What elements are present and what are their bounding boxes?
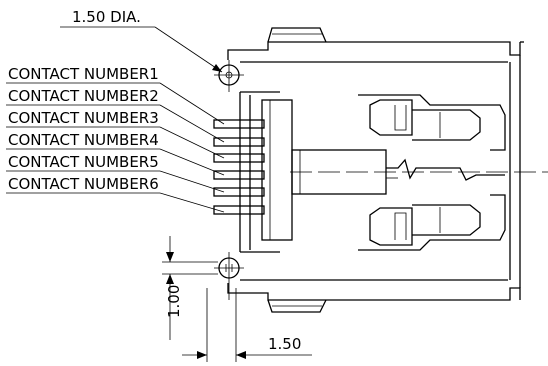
contact-label-1: CONTACT NUMBER1 (6, 65, 225, 125)
contact-label-6: CONTACT NUMBER6 (6, 175, 225, 213)
hole-dimension-callout: 1.50 DIA. (60, 8, 223, 73)
contact-label-3: CONTACT NUMBER3 (6, 109, 225, 159)
contact-pins (213, 119, 265, 215)
horizontal-dimension: 1.50 (182, 288, 312, 362)
svg-text:CONTACT NUMBER1: CONTACT NUMBER1 (8, 65, 159, 83)
contact-labels: CONTACT NUMBER1 CONTACT NUMBER2 CONTACT … (6, 65, 225, 213)
svg-text:CONTACT NUMBER3: CONTACT NUMBER3 (8, 109, 159, 127)
connector-body (213, 27, 548, 313)
vertical-dimension-label: 1.00 (165, 285, 183, 318)
horizontal-dimension-label: 1.50 (268, 335, 301, 353)
contact-label-2: CONTACT NUMBER2 (6, 87, 225, 143)
svg-text:CONTACT NUMBER5: CONTACT NUMBER5 (8, 153, 159, 171)
hole-dimension-label: 1.50 DIA. (72, 8, 141, 26)
svg-text:CONTACT NUMBER4: CONTACT NUMBER4 (8, 131, 159, 149)
vertical-dimension: 1.00 (162, 236, 218, 340)
svg-text:CONTACT NUMBER6: CONTACT NUMBER6 (8, 175, 159, 193)
svg-text:CONTACT NUMBER2: CONTACT NUMBER2 (8, 87, 159, 105)
contact-label-4: CONTACT NUMBER4 (6, 131, 225, 176)
contact-label-5: CONTACT NUMBER5 (6, 153, 225, 193)
